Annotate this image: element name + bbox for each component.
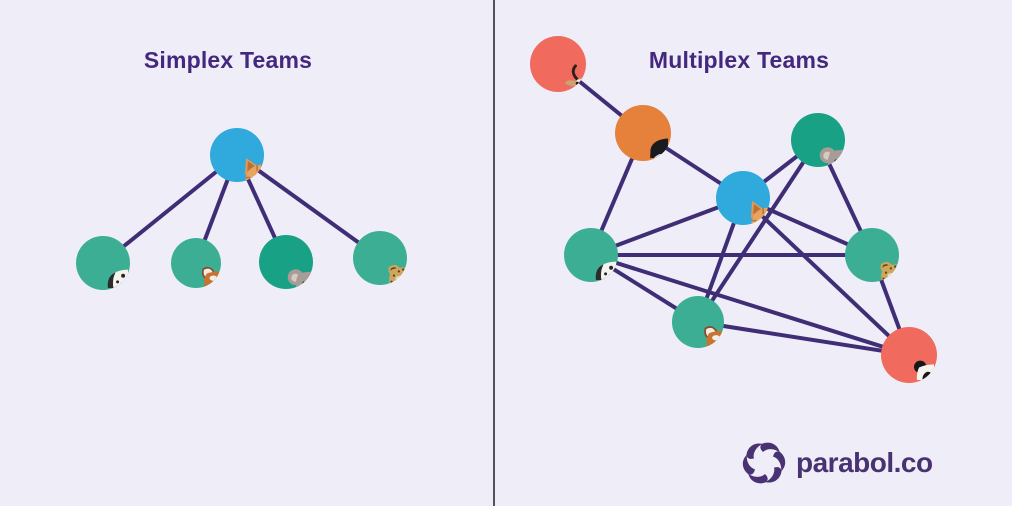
cat-face-icon	[213, 131, 262, 180]
node-multiplex-gazelle-avatar	[530, 36, 586, 92]
node-simplex-cat-avatar	[210, 128, 264, 182]
parabol-branding: parabol.co	[741, 440, 933, 486]
node-multiplex-penguin-avatar	[615, 105, 671, 161]
dalmatian-face-icon	[79, 239, 128, 288]
koala-face-icon	[262, 238, 311, 287]
edge-simplex-cat-leopard	[235, 153, 382, 260]
koala-face-icon	[794, 116, 843, 165]
parabol-logo-text: parabol.co	[796, 447, 933, 478]
node-multiplex-dalmatian-avatar	[564, 228, 618, 282]
parabol-logo-icon	[742, 442, 786, 484]
red-panda-face-icon	[174, 241, 219, 286]
node-simplex-dalmatian-avatar	[76, 236, 130, 290]
edge-simplex-cat-dalmatian	[101, 153, 239, 265]
panel-divider	[493, 0, 495, 506]
edge-multiplex-koala-red-panda	[696, 138, 820, 324]
node-simplex-leopard-avatar	[353, 231, 407, 285]
gazelle-face-icon	[533, 39, 583, 89]
node-multiplex-cat-avatar	[716, 171, 770, 225]
node-simplex-koala-avatar	[259, 235, 313, 289]
panda-face-icon	[884, 330, 934, 380]
cat-face-icon	[719, 174, 768, 223]
node-multiplex-red-panda-avatar	[672, 296, 724, 348]
dalmatian-face-icon	[567, 231, 616, 280]
node-simplex-red-panda-avatar	[171, 238, 221, 288]
leopard-face-icon	[356, 234, 405, 283]
red-panda-face-icon	[675, 299, 722, 346]
penguin-face-icon	[618, 108, 668, 158]
simplex-title: Simplex Teams	[143, 47, 313, 74]
leopard-face-icon	[848, 231, 897, 280]
multiplex-title: Multiplex Teams	[648, 47, 830, 74]
node-multiplex-panda-avatar	[881, 327, 937, 383]
node-multiplex-leopard-avatar	[845, 228, 899, 282]
node-multiplex-koala-avatar	[791, 113, 845, 167]
edge-multiplex-cat-panda	[741, 196, 911, 357]
edge-multiplex-dalmatian-panda	[590, 253, 910, 357]
edge-multiplex-red-panda-panda	[697, 320, 910, 357]
